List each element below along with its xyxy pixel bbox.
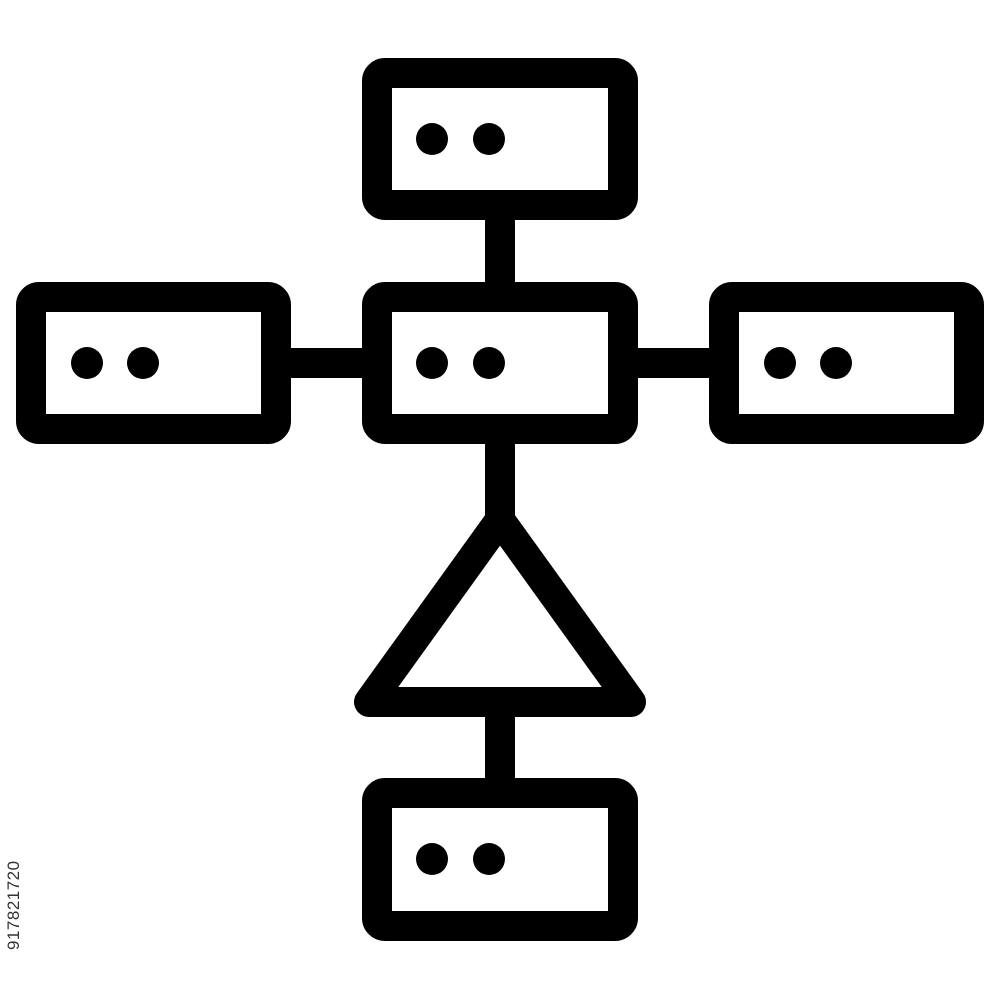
node-bottom-dot [416,843,448,875]
nodes [16,58,984,941]
node-left-box [16,282,291,444]
node-bottom-dot [473,843,505,875]
node-top-dot [473,123,505,155]
node-right-box [709,282,984,444]
node-top-box [362,58,638,220]
node-right-dot [820,347,852,379]
node-center-dot [416,347,448,379]
node-decision-triangle [354,505,646,717]
node-left-dot [127,347,159,379]
node-bottom-box [362,778,638,941]
node-center-box [362,282,638,444]
node-center-dot [473,347,505,379]
node-top-dot [416,123,448,155]
node-right-dot [764,347,796,379]
node-left-dot [71,347,103,379]
connectors [276,205,724,793]
watermark-id: 917821720 [4,860,23,950]
node-dots [71,123,852,875]
